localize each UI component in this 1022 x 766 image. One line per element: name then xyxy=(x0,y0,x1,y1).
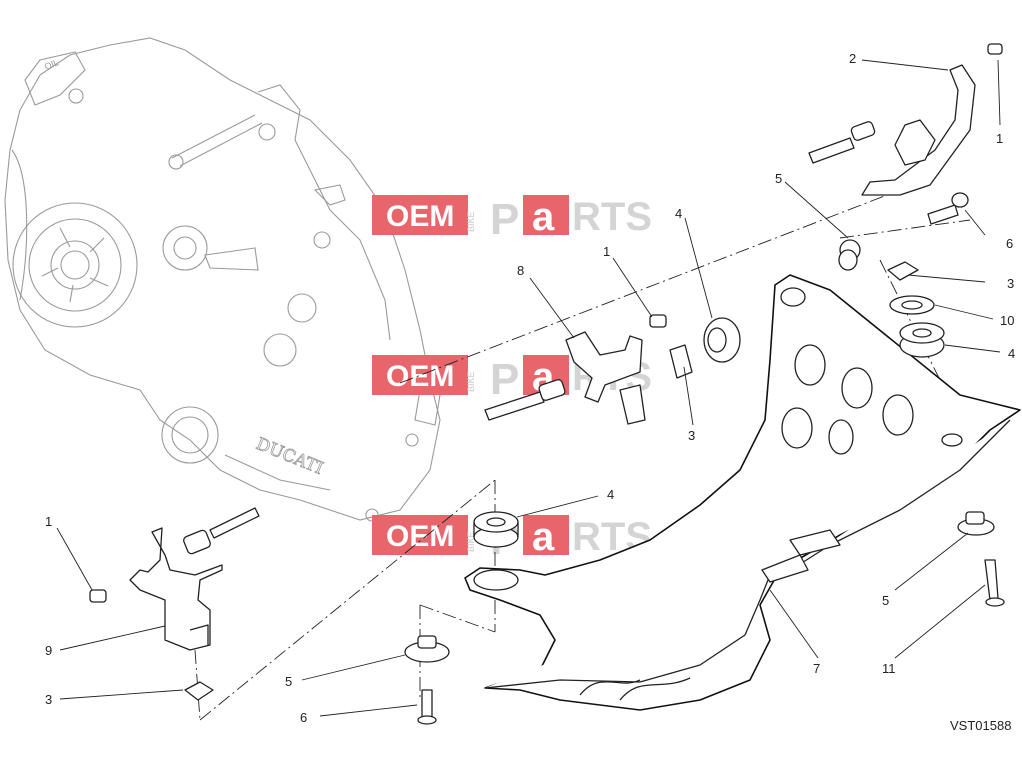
washer-10 xyxy=(889,295,935,315)
callouts: 1 2 5 6 4 1 8 3 10 4 3 4 1 9 3 5 6 7 5 1… xyxy=(45,51,1015,725)
watermark-bottom: OEM BIKE P a RTS xyxy=(372,515,652,564)
leader-lines xyxy=(56,59,1001,717)
skid-plate xyxy=(464,274,1021,711)
svg-text:P: P xyxy=(490,195,519,244)
clip-3-mid xyxy=(669,344,693,379)
svg-text:P: P xyxy=(490,355,519,404)
callout-3-mid: 3 xyxy=(688,428,695,443)
callout-5-low-left: 5 xyxy=(285,674,292,689)
callout-4-low: 4 xyxy=(607,487,614,502)
callout-1-mid: 1 xyxy=(603,244,610,259)
svg-text:BIKE: BIKE xyxy=(466,371,476,392)
callout-8: 8 xyxy=(517,263,524,278)
callout-3-left: 3 xyxy=(45,692,52,707)
spacer-5-low-right xyxy=(957,511,995,536)
callout-4-mid: 4 xyxy=(675,206,682,221)
callout-10: 10 xyxy=(1000,313,1014,328)
callout-4-right: 4 xyxy=(1008,346,1015,361)
callout-7: 7 xyxy=(813,661,820,676)
callout-1-top-right: 1 xyxy=(996,131,1003,146)
watermark-top: OEM BIKE P a RTS xyxy=(372,195,652,244)
screw-6-low xyxy=(417,689,437,725)
spacer-5-low-left xyxy=(404,635,450,663)
bolt-left xyxy=(183,507,260,555)
engine-case: OIL DUCATI xyxy=(4,37,441,522)
grommet-4-right xyxy=(899,322,945,358)
callout-1-left: 1 xyxy=(45,514,52,529)
screw-1-left xyxy=(89,589,107,603)
svg-text:OEM: OEM xyxy=(386,200,454,233)
svg-text:a: a xyxy=(532,515,555,559)
callout-11: 11 xyxy=(882,661,896,676)
screw-1-mid xyxy=(649,314,667,328)
callout-9: 9 xyxy=(45,643,52,658)
svg-text:BIKE: BIKE xyxy=(466,211,476,232)
callout-6-top: 6 xyxy=(1006,236,1013,251)
svg-text:OEM: OEM xyxy=(386,520,454,553)
clip-3-left xyxy=(184,681,214,701)
oil-cap-marking: OIL xyxy=(43,57,60,72)
screw-6-top xyxy=(927,192,969,225)
mid-bracket xyxy=(565,331,646,425)
grommet-4-mid xyxy=(703,317,741,363)
callout-5-low-right: 5 xyxy=(882,593,889,608)
callout-2: 2 xyxy=(849,51,856,66)
svg-text:BIKE: BIKE xyxy=(466,531,476,552)
grommet-4-low xyxy=(473,511,519,548)
clip-3-top xyxy=(887,261,919,281)
callout-5-top: 5 xyxy=(775,171,782,186)
bolt-mid xyxy=(484,379,566,421)
callout-3-right: 3 xyxy=(1007,276,1014,291)
svg-text:RTS: RTS xyxy=(572,195,652,239)
spacer-5-top xyxy=(838,239,861,271)
drawing-reference: VST01588 xyxy=(950,718,1011,733)
screw-top-right xyxy=(808,43,1003,164)
screw-11 xyxy=(984,559,1005,607)
svg-text:OEM: OEM xyxy=(386,360,454,393)
right-guard-bracket xyxy=(861,64,976,196)
callout-6-low: 6 xyxy=(300,710,307,725)
left-bracket xyxy=(129,527,223,651)
svg-text:a: a xyxy=(532,195,555,239)
